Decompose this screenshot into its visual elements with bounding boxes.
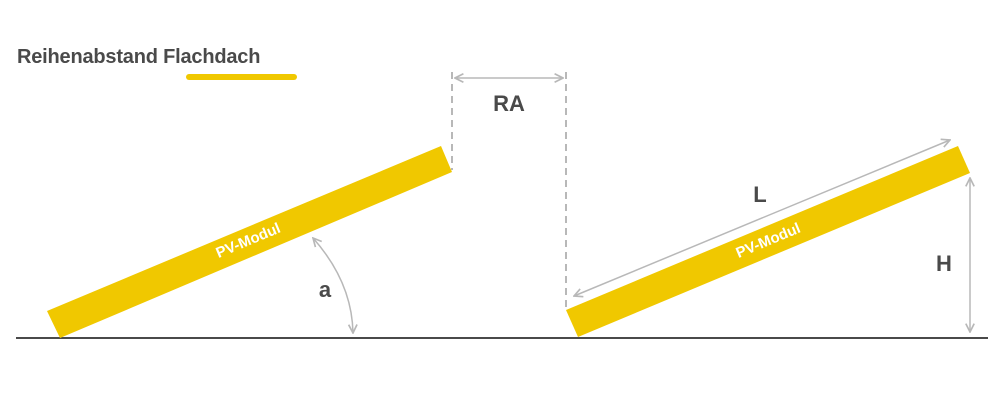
height-label: H: [936, 251, 952, 276]
left-pv-module: PV-Modul: [47, 146, 452, 338]
title-underline: [186, 74, 297, 80]
ra-label: RA: [493, 91, 525, 116]
length-dimension-arrow: [574, 140, 950, 296]
angle-arc: [313, 238, 353, 333]
right-pv-module: PV-Modul: [566, 146, 970, 337]
length-label: L: [753, 182, 766, 207]
angle-label: a: [319, 277, 332, 302]
diagram-title: Reihenabstand Flachdach: [17, 46, 261, 68]
